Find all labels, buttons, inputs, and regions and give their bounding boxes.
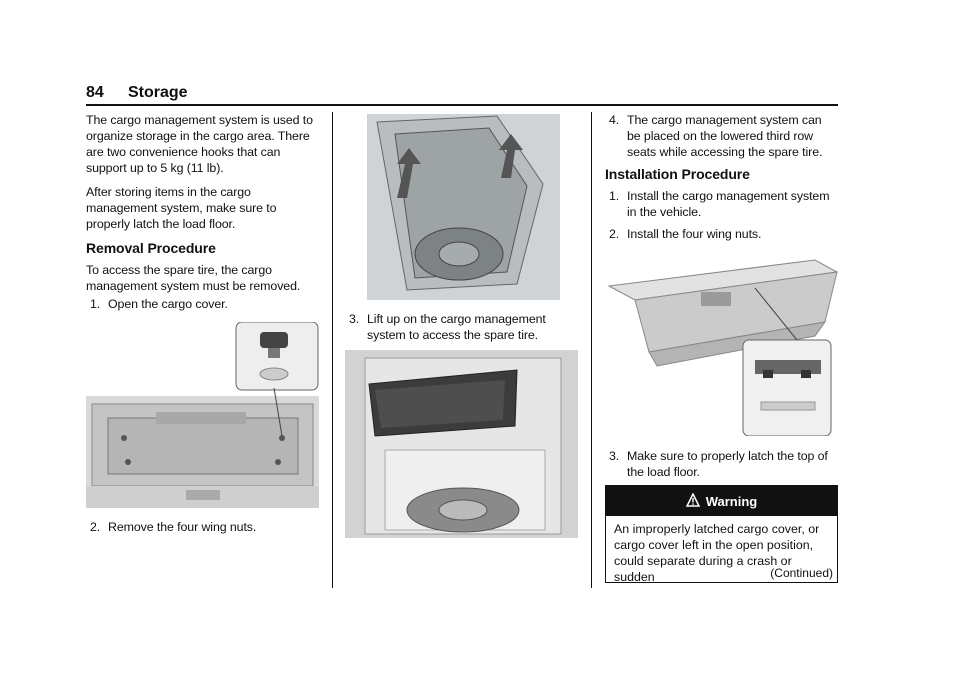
- figure-spare-tire-access: [345, 350, 578, 538]
- list-item: 4.The cargo management system can be pla…: [609, 113, 823, 159]
- intro-paragraph: The cargo management system is used to o…: [86, 113, 313, 175]
- page-number: 84: [86, 84, 104, 101]
- after-storing-paragraph: After storing items in the cargo managem…: [86, 185, 277, 231]
- list-item: 3.Lift up on the cargo management system…: [349, 312, 546, 342]
- column-middle: 3.Lift up on the cargo management system…: [345, 311, 575, 349]
- figure-lift-system: [367, 114, 560, 300]
- page-header: 84 Storage: [86, 82, 838, 106]
- list-item: 3.Make sure to properly latch the top of…: [609, 449, 828, 479]
- removal-steps-d: 4.The cargo management system can be pla…: [605, 112, 838, 160]
- warning-box: Warning An improperly latched cargo cove…: [605, 485, 838, 584]
- continued-label: (Continued): [770, 566, 833, 580]
- cargo-floor-illustration: [86, 322, 319, 508]
- installation-steps-a: 1.Install the cargo management system in…: [605, 188, 838, 242]
- warning-body: An improperly latched cargo cover, or ca…: [614, 522, 820, 584]
- warning-header: Warning: [606, 486, 837, 516]
- installation-heading: Installation Procedure: [605, 166, 750, 182]
- header-rule: [86, 104, 838, 106]
- list-item: 1.Open the cargo cover.: [90, 297, 228, 311]
- column-divider-1: [332, 112, 333, 588]
- removal-steps-b: 2.Remove the four wing nuts.: [86, 519, 322, 535]
- column-left: The cargo management system is used to o…: [86, 112, 322, 318]
- section-title: Storage: [128, 84, 188, 101]
- installation-steps-b: 3.Make sure to properly latch the top of…: [605, 448, 838, 480]
- column-left-lower: 2.Remove the four wing nuts.: [86, 519, 322, 541]
- spare-tire-illustration: [345, 350, 578, 538]
- column-right: 4.The cargo management system can be pla…: [605, 112, 838, 248]
- install-illustration: [607, 259, 838, 436]
- removal-intro: To access the spare tire, the cargo mana…: [86, 263, 301, 293]
- figure-install-system: [605, 252, 838, 436]
- warning-triangle-icon: [685, 491, 700, 510]
- warning-title: Warning: [705, 493, 758, 509]
- figure-cargo-cover-open: [86, 322, 319, 508]
- list-item: 2.Install the four wing nuts.: [609, 227, 762, 241]
- list-item: 2.Remove the four wing nuts.: [90, 520, 257, 534]
- removal-heading: Removal Procedure: [86, 240, 216, 256]
- column-right-lower: 3.Make sure to properly latch the top of…: [605, 448, 838, 486]
- column-divider-2: [591, 112, 592, 588]
- removal-steps-c: 3.Lift up on the cargo management system…: [345, 311, 575, 343]
- lift-illustration: [367, 114, 560, 300]
- list-item: 1.Install the cargo management system in…: [609, 189, 830, 219]
- removal-steps-a: 1.Open the cargo cover.: [86, 296, 322, 312]
